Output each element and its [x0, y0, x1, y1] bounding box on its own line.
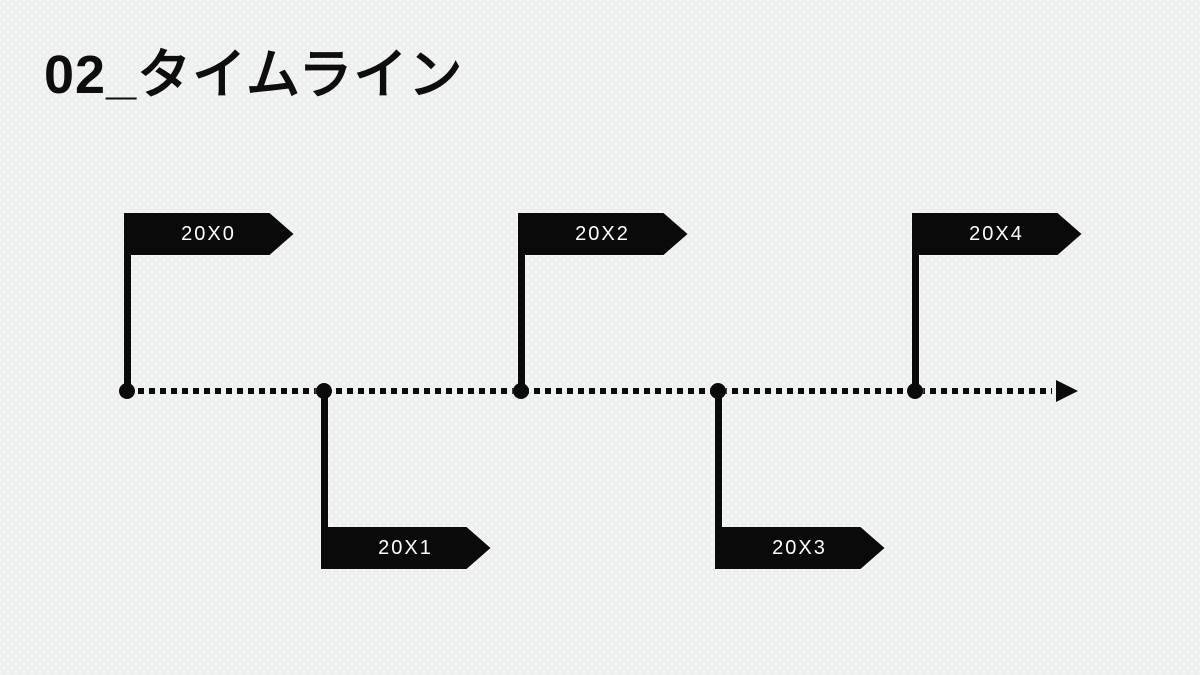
- slide-title: 02_タイムライン: [44, 45, 464, 105]
- timeline-node-dot: [513, 383, 529, 399]
- timeline-node-dot: [119, 383, 135, 399]
- event-label: 20X3: [772, 536, 827, 559]
- event-label: 20X0: [181, 222, 236, 245]
- timeline-node-dot: [710, 383, 726, 399]
- arrow-right-icon: [1056, 380, 1078, 402]
- event-label: 20X2: [575, 222, 630, 245]
- flag-banner-icon: 20X4: [912, 213, 1082, 255]
- flag-banner-icon: 20X1: [321, 527, 491, 569]
- timeline-node-dot: [316, 383, 332, 399]
- event-label: 20X1: [378, 536, 433, 559]
- timeline-node-dot: [907, 383, 923, 399]
- flag-banner-icon: 20X2: [518, 213, 688, 255]
- flag-pole: [517, 213, 525, 391]
- flag-banner-icon: 20X0: [124, 213, 294, 255]
- flag-pole: [911, 213, 919, 391]
- flag-pole: [123, 213, 131, 391]
- flag-pole: [320, 391, 328, 569]
- flag-pole: [714, 391, 722, 569]
- timeline-dotted-line: [127, 388, 1052, 394]
- flag-banner-icon: 20X3: [715, 527, 885, 569]
- event-label: 20X4: [969, 222, 1024, 245]
